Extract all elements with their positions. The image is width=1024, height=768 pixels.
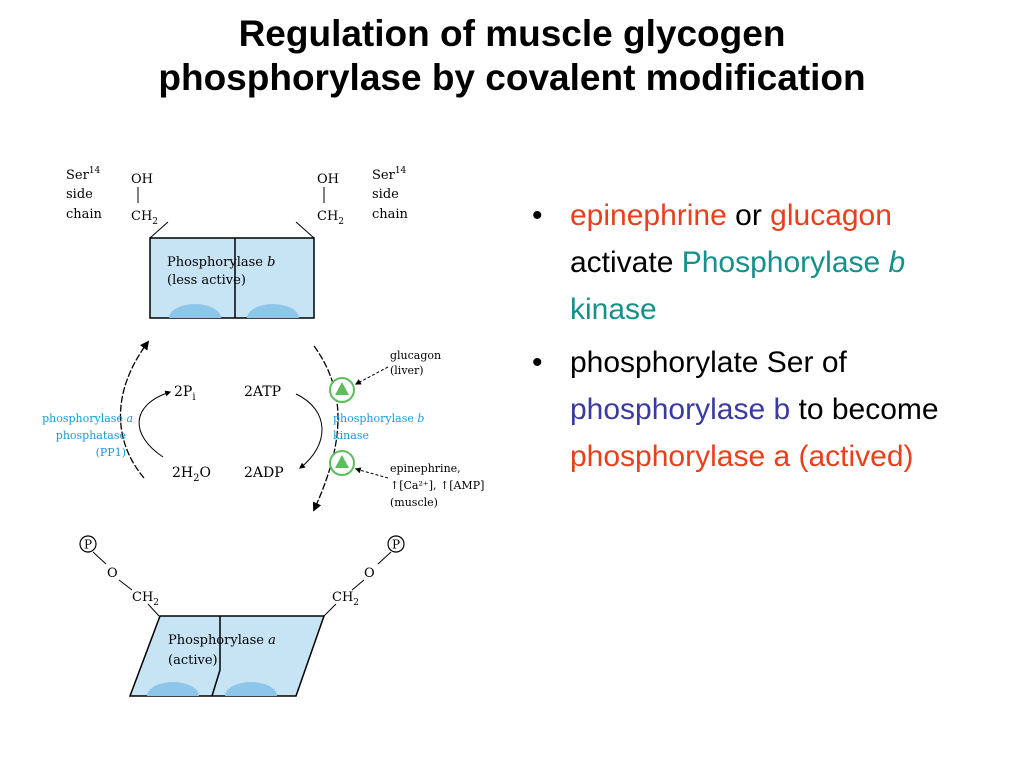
label-2adp: 2ADP: [244, 465, 284, 481]
phosphatase-label: phosphorylase a phosphatase (PP1): [42, 412, 133, 459]
phosphate-p-icon: P: [387, 535, 405, 553]
bullet-list: • epinephrine or glucagon activate Phosp…: [530, 192, 970, 486]
label-2atp: 2ATP: [244, 384, 281, 400]
svg-text:2Pi: 2Pi: [174, 384, 196, 403]
svg-text:OH: OH: [317, 172, 339, 187]
term-epinephrine: epinephrine: [570, 199, 727, 232]
svg-text:(PP1): (PP1): [96, 446, 126, 459]
svg-text:phosphorylase a: phosphorylase a: [42, 412, 133, 425]
bullet-dot: •: [532, 346, 543, 379]
phosphate-p-icon: P: [79, 535, 97, 553]
epinephrine-label: epinephrine, ↑[Ca²⁺], ↑[AMP] (muscle): [390, 462, 484, 509]
svg-text:epinephrine,: epinephrine,: [390, 462, 461, 475]
bullet-item: • epinephrine or glucagon activate Phosp…: [530, 192, 970, 333]
term-phosphorylase-b-kinase-b: b: [888, 246, 906, 279]
phosphorylase-b-box: Phosphorylase b (less active): [149, 237, 315, 319]
svg-text:OH: OH: [131, 172, 153, 187]
term-phosphorylase-b: phosphorylase b: [570, 393, 791, 426]
svg-text:side: side: [66, 187, 93, 202]
epinephrine-activator-icon: [329, 450, 355, 476]
label-2h2o: 2H2O: [172, 465, 211, 484]
svg-text:↑[Ca²⁺], ↑[AMP]: ↑[Ca²⁺], ↑[AMP]: [390, 479, 484, 492]
glucagon-arrow: [354, 366, 389, 385]
phosphoryl-group-left: P O CH2: [79, 535, 160, 617]
ser14-label-right: Ser14 side chain: [372, 166, 409, 222]
svg-text:CH2: CH2: [132, 590, 159, 608]
epinephrine-arrow: [354, 467, 389, 479]
svg-text:chain: chain: [66, 207, 103, 222]
phosphorylation-arrow: [312, 345, 339, 512]
svg-text:chain: chain: [372, 207, 409, 222]
svg-text:O: O: [107, 566, 118, 581]
svg-text:glucagon: glucagon: [390, 349, 441, 362]
phosphorylase-a-box: Phosphorylase a (active): [128, 615, 326, 697]
text-activate: activate: [570, 246, 682, 279]
svg-text:(muscle): (muscle): [390, 496, 438, 509]
ser14-label-left: Ser14 side chain: [66, 166, 103, 222]
term-glucagon: glucagon: [770, 199, 892, 232]
label-2pi: 2Pi: [174, 384, 196, 403]
phosphorylase-regulation-diagram: Ser14 side chain Ser14 side chain OH CH2…: [42, 166, 484, 697]
glucagon-label: glucagon (liver): [390, 349, 441, 377]
term-phosphorylase-a: phosphorylase a (actived): [570, 440, 914, 473]
svg-text:phosphorylase b: phosphorylase b: [333, 412, 424, 425]
svg-text:P: P: [392, 538, 400, 552]
svg-text:CH2: CH2: [317, 209, 344, 227]
kinase-label: phosphorylase b kinase: [333, 412, 424, 442]
pi-release-arrow: [138, 390, 172, 458]
text-or: or: [726, 199, 771, 232]
term-phosphorylase-b-kinase-c: kinase: [570, 293, 657, 326]
slide-title-line1: Regulation of muscle glycogen: [238, 13, 786, 54]
svg-text:Ser14: Ser14: [372, 166, 407, 183]
svg-text:kinase: kinase: [333, 429, 369, 442]
svg-text:O: O: [364, 566, 375, 581]
svg-text:CH2: CH2: [131, 209, 158, 227]
phosphoryl-group-right: P O CH2: [323, 535, 405, 617]
glucagon-activator-icon: [329, 377, 355, 403]
svg-text:P: P: [84, 538, 92, 552]
ser-hydroxyl-right: OH CH2: [295, 172, 344, 239]
bullet-dot: •: [532, 199, 543, 232]
svg-text:phosphatase: phosphatase: [56, 429, 126, 442]
bullet-item: • phosphorylate Ser of phosphorylase b t…: [530, 339, 970, 480]
slide-title-line2: phosphorylase by covalent modification: [158, 57, 866, 98]
text-phosphorylate: phosphorylate Ser of: [570, 346, 847, 379]
svg-text:(less active): (less active): [167, 273, 246, 288]
atp-to-adp-arrow: [295, 393, 323, 469]
svg-text:CH2: CH2: [332, 590, 359, 608]
svg-text:(liver): (liver): [390, 364, 424, 377]
ser-hydroxyl-left: OH CH2: [131, 172, 169, 239]
svg-text:Phosphorylase b: Phosphorylase b: [167, 255, 275, 270]
svg-text:Phosphorylase a: Phosphorylase a: [168, 633, 276, 648]
svg-text:(active): (active): [168, 653, 218, 668]
term-phosphorylase-b-kinase-a: Phosphorylase: [681, 246, 889, 279]
svg-text:Ser14: Ser14: [66, 166, 101, 183]
text-to-become: to become: [790, 393, 939, 426]
svg-text:side: side: [372, 187, 399, 202]
dephosphorylation-arrow: [119, 340, 150, 479]
svg-text:2H2O: 2H2O: [172, 465, 211, 484]
slide-title: Regulation of muscle glycogen phosphoryl…: [0, 12, 1024, 100]
